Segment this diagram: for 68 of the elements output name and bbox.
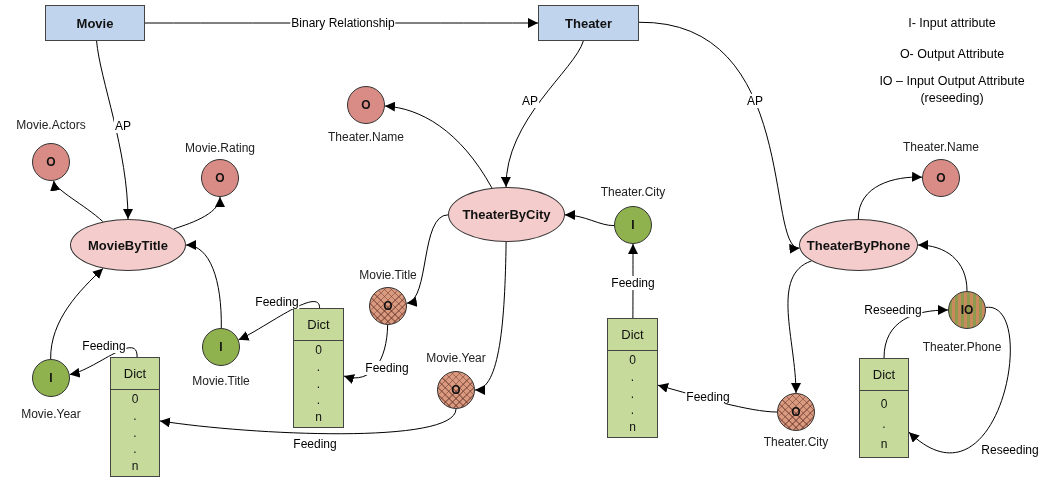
arrow: [159, 408, 457, 435]
edge-label: Reseeding: [980, 443, 1040, 457]
dictionary-box: [110, 357, 160, 477]
edge-label: AP: [114, 119, 132, 133]
service-ellipse: TheaterByCity: [448, 187, 565, 242]
arrow: [917, 240, 968, 292]
arrow: [908, 306, 1011, 454]
arrow: [173, 196, 224, 230]
dictionary-heading: Dict: [621, 327, 644, 342]
index-range: 0 . n: [880, 396, 888, 453]
output-attribute-circle: O: [201, 159, 239, 197]
dictionary-box: [859, 358, 909, 458]
arrow: [564, 210, 615, 227]
edge-label: Feeding: [292, 437, 338, 451]
input-attribute-circle: I: [202, 328, 240, 366]
attribute-name: Movie.Year: [425, 351, 487, 365]
arrow: [787, 260, 812, 394]
input-output-attribute-circle: IO: [948, 291, 986, 329]
edge-label: Binary Relationship: [290, 16, 396, 30]
arrow: [501, 40, 584, 188]
arrow: [474, 241, 507, 393]
output-attribute-circle: O: [347, 86, 385, 124]
edge-label: Feeding: [610, 276, 656, 290]
dictionary-heading: Dict: [872, 367, 896, 382]
dictionary-heading: Dict: [307, 317, 330, 332]
service-ellipse: MovieByTitle: [70, 219, 186, 271]
edge-label: Reseeding: [863, 303, 923, 317]
index-range: 0 . . . n: [315, 342, 322, 426]
output-attribute-circle: O: [777, 393, 815, 431]
arrow: [857, 172, 923, 220]
arrow: [238, 301, 321, 341]
attribute-name: Theater.Name: [902, 140, 980, 154]
arrow: [384, 102, 493, 189]
attribute-name: Movie.Actors: [15, 118, 87, 132]
arrow: [883, 305, 949, 359]
attribute-name: Movie.Rating: [184, 141, 256, 155]
arrow: [52, 180, 104, 223]
dictionary-box: [607, 318, 658, 438]
output-attribute-circle: O: [369, 287, 407, 325]
attribute-name: Theater.Phone: [921, 340, 1003, 354]
edge-label: AP: [521, 94, 539, 108]
attribute-name: Movie.Title: [358, 268, 418, 282]
entity-box: Theater: [538, 5, 639, 41]
legend-note: I- Input attribute: [907, 14, 997, 32]
legend-note: O- Output Attribute: [898, 45, 1006, 63]
index-range: 0 . . . n: [629, 352, 636, 436]
edge-label: Feeding: [685, 390, 731, 404]
output-attribute-circle: O: [437, 371, 475, 409]
attribute-name: Movie.Title: [191, 374, 251, 388]
edge-label: Feeding: [364, 361, 410, 375]
output-attribute-circle: O: [32, 143, 70, 181]
index-range: 0 . . . n: [131, 391, 139, 475]
edge-label: Feeding: [81, 339, 127, 353]
attribute-name: Theater.City: [762, 435, 830, 449]
legend-note: IO – Input Output Attribute (reseeding): [878, 73, 1026, 107]
dictionary-box: [293, 308, 344, 428]
arrow: [406, 214, 449, 304]
dictionary-heading: Dict: [123, 366, 147, 381]
service-ellipse: TheaterByPhone: [799, 219, 918, 271]
arrow: [185, 241, 222, 329]
entity-box: Movie: [45, 5, 145, 41]
attribute-name: Movie.Year: [20, 407, 82, 421]
arrow: [96, 40, 133, 220]
output-attribute-circle: O: [922, 159, 960, 197]
attribute-name: Theater.Name: [327, 130, 405, 144]
edge-label: Feeding: [254, 295, 300, 309]
input-attribute-circle: I: [32, 359, 70, 397]
arrow: [50, 267, 104, 360]
